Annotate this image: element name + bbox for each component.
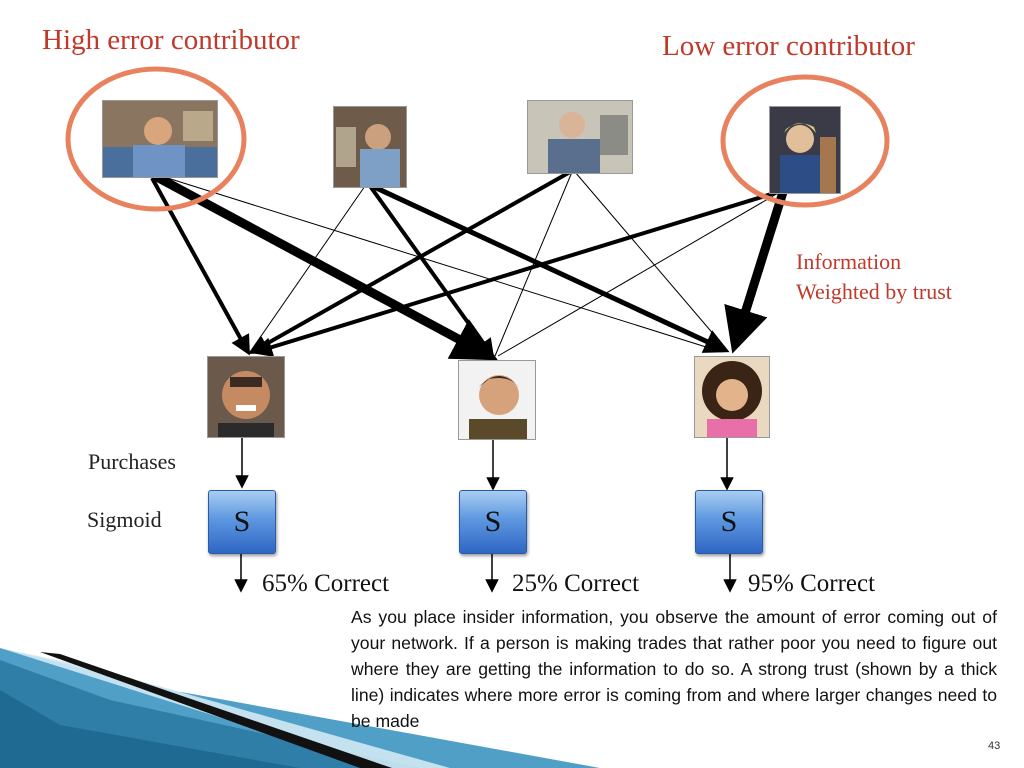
information-label: Information xyxy=(796,249,902,274)
slide-page-number: 43 xyxy=(988,740,1001,752)
explanation-caption: As you place insider information, you ob… xyxy=(351,607,997,731)
purchases-label: Purchases xyxy=(88,449,176,474)
low-error-highlight-circle xyxy=(720,74,890,208)
high-error-highlight-circle xyxy=(65,66,247,212)
output-correct-3: 95% Correct xyxy=(748,570,876,597)
edge-p3-c2 xyxy=(494,171,573,357)
edge-p1-c3 xyxy=(157,174,723,353)
edge-p1-c2 xyxy=(152,172,498,361)
output-correct-1: 65% Correct xyxy=(262,570,390,597)
edge-p2-c3 xyxy=(370,183,730,353)
sigmoid-box-1: S xyxy=(208,490,276,554)
sigmoid-box-3: S xyxy=(695,490,763,554)
receiver-photo-1 xyxy=(207,356,285,438)
sigmoid-box-2: S xyxy=(459,490,527,554)
edge-p2-c2 xyxy=(368,184,495,360)
receiver-photo-3 xyxy=(694,356,770,438)
edge-p4-c1 xyxy=(252,190,779,357)
edge-p3-c1 xyxy=(248,170,571,354)
output-correct-2: 25% Correct xyxy=(512,570,640,597)
informant-photo-1 xyxy=(102,100,218,178)
sigmoid-label: Sigmoid xyxy=(87,507,162,532)
edge-p4-c2 xyxy=(497,191,781,357)
receiver-photo-2 xyxy=(458,360,536,440)
low-error-contributor-label: Low error contributor xyxy=(662,30,915,62)
high-error-contributor-label: High error contributor xyxy=(42,24,300,56)
weighted-by-trust-label: Weighted by trust xyxy=(796,279,952,304)
edge-p4-c3 xyxy=(724,190,788,354)
informant-photo-3 xyxy=(527,100,633,174)
informant-photo-4 xyxy=(769,106,841,194)
information-weighted-label: Information Weighted by trust xyxy=(796,247,952,307)
informant-photo-2 xyxy=(333,106,407,188)
edge-p3-c3 xyxy=(574,171,728,351)
edge-p2-c1 xyxy=(249,185,366,353)
